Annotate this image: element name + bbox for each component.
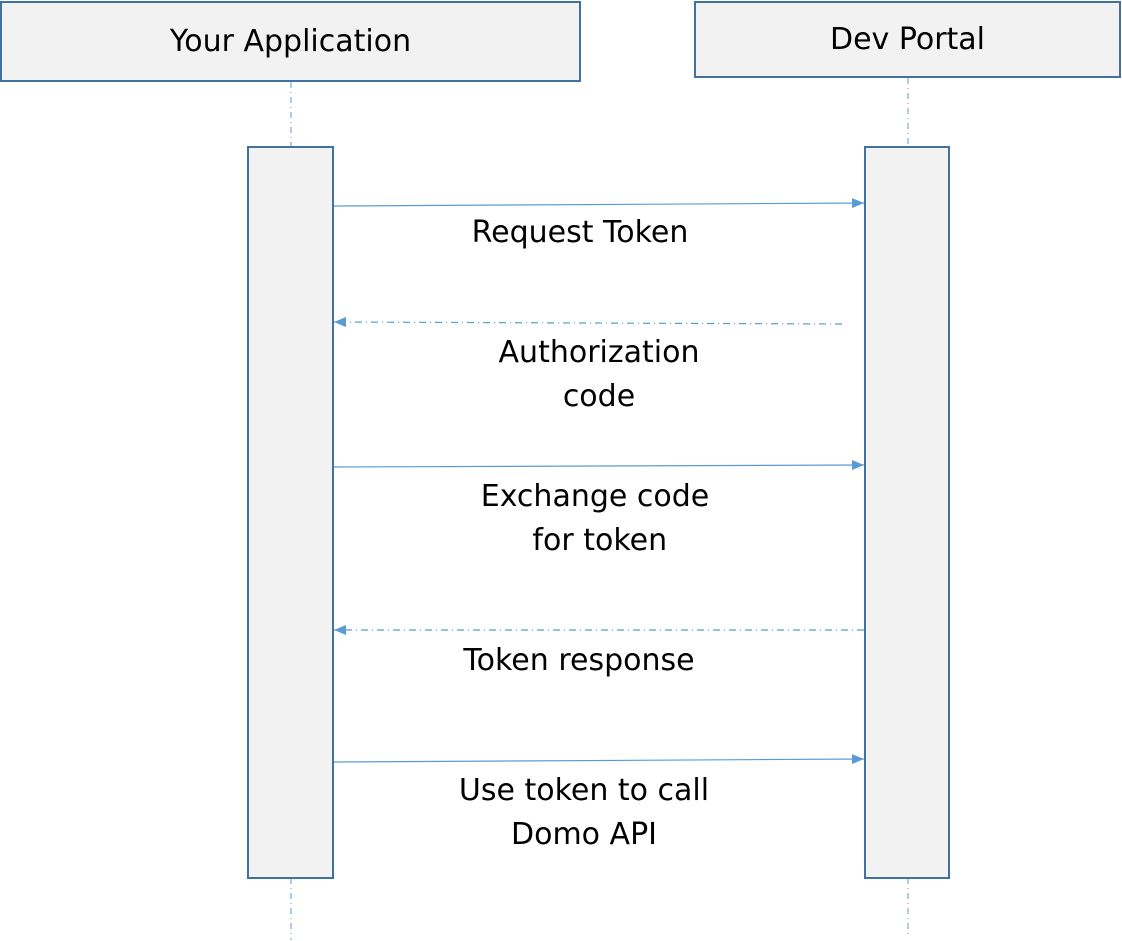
message-arrow-use-token bbox=[333, 754, 865, 765]
message-arrow-authorization-code bbox=[333, 317, 843, 328]
activation-bar-app bbox=[247, 146, 334, 879]
message-label-authorization-code: Authorization code bbox=[498, 335, 700, 414]
participant-label-dev-portal: Dev Portal bbox=[829, 22, 986, 57]
message-label-use-token: Use token to call Domo API bbox=[458, 773, 710, 852]
message-label-request-token: Request Token bbox=[471, 215, 689, 250]
message-label-exchange-code: Exchange code for token bbox=[480, 479, 710, 558]
participant-dev-portal: Dev Portal bbox=[694, 1, 1121, 78]
participant-label-your-application: Your Application bbox=[169, 24, 412, 59]
participant-your-application: Your Application bbox=[0, 1, 581, 82]
message-arrow-exchange-code bbox=[333, 460, 865, 471]
message-label-token-response: Token response bbox=[463, 643, 695, 678]
activation-bar-portal bbox=[864, 146, 950, 879]
message-arrow-request-token bbox=[333, 198, 865, 209]
